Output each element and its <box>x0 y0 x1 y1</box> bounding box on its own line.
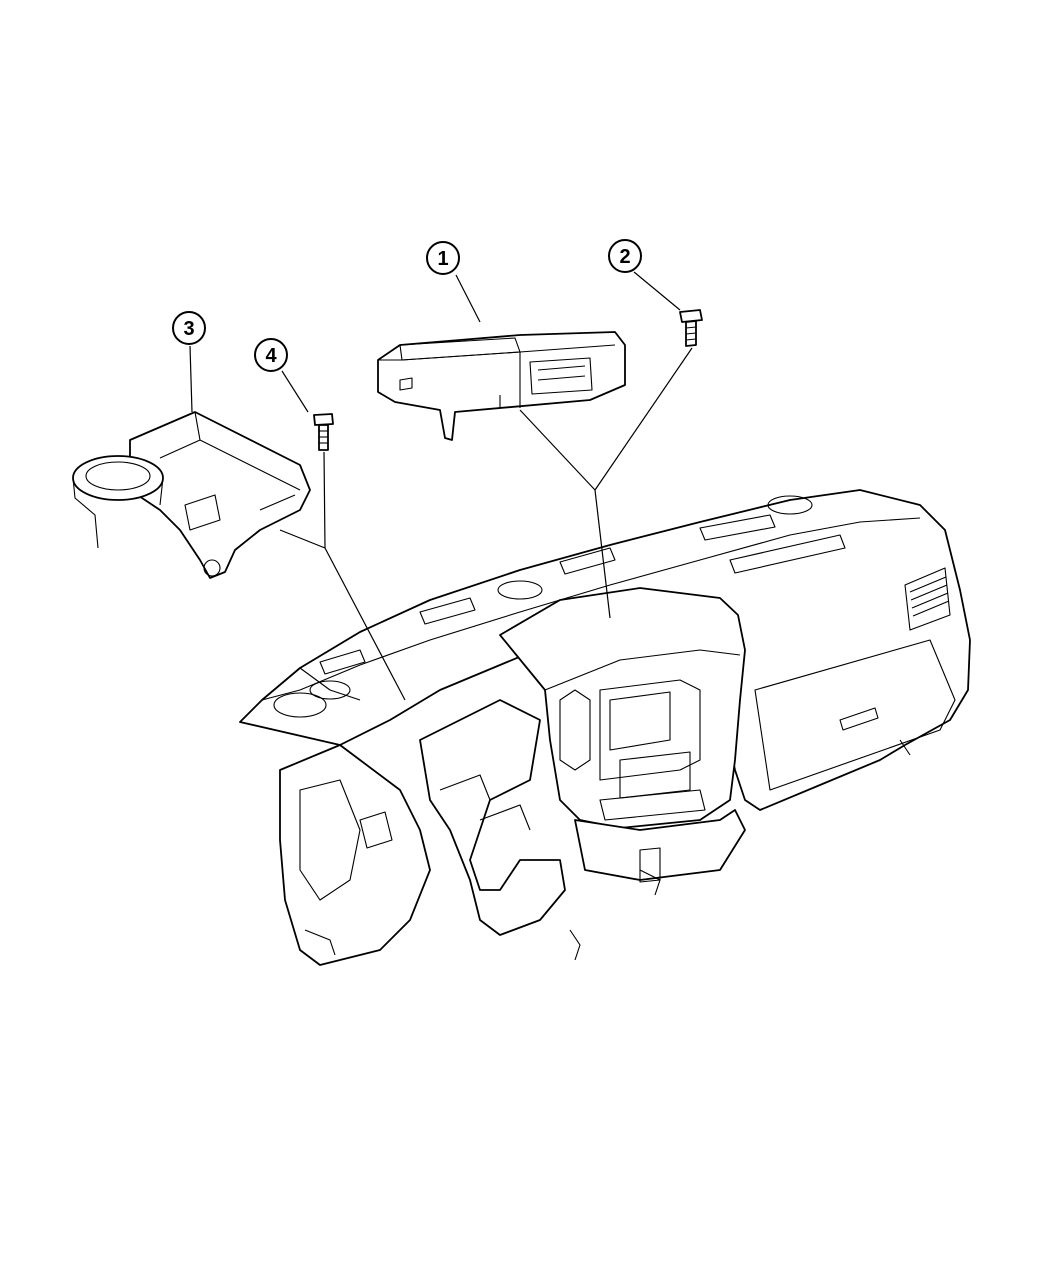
callout-2-label: 2 <box>619 246 630 268</box>
part-3-module <box>72 411 311 579</box>
callout-1-circle <box>426 241 460 275</box>
callout-1: 1 <box>426 241 460 275</box>
leader-4 <box>281 370 309 413</box>
callout-2-circle <box>608 239 642 273</box>
callout-4: 4 <box>254 338 288 372</box>
part-1-module <box>377 331 626 441</box>
callout-1-label: 1 <box>437 248 448 270</box>
callout-3-label: 3 <box>183 318 194 340</box>
leader-lines <box>189 271 693 701</box>
part-4-bolt <box>313 413 334 451</box>
callout-3-circle <box>172 311 206 345</box>
instrument-panel <box>239 489 971 966</box>
leader-3 <box>189 345 193 413</box>
callout-4-label: 4 <box>265 345 277 367</box>
leader-2 <box>633 271 681 311</box>
part-2-bolt <box>679 309 703 347</box>
callout-3: 3 <box>172 311 206 345</box>
leader-1 <box>455 274 481 323</box>
callout-4-circle <box>254 338 288 372</box>
callout-2: 2 <box>608 239 642 273</box>
